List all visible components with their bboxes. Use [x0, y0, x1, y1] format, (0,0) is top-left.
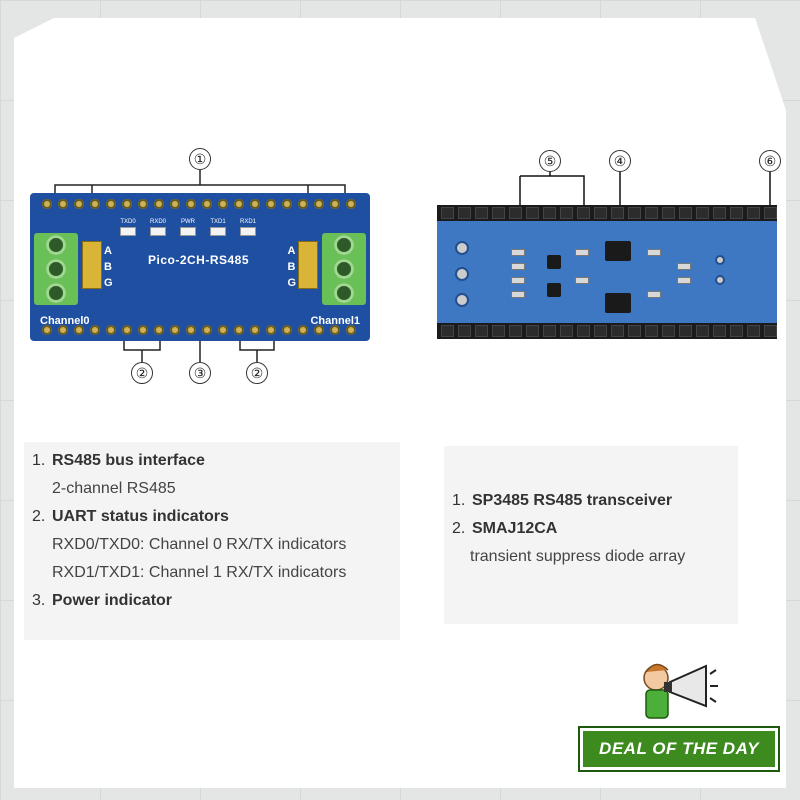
- smd-resistor: [575, 249, 589, 256]
- mounting-hole: [455, 267, 469, 281]
- mounting-hole: [455, 293, 469, 307]
- smd-resistor: [511, 291, 525, 298]
- megaphone-mascot-icon: [643, 663, 718, 719]
- mounting-hole: [715, 255, 725, 265]
- callout-6: ⑥: [759, 150, 781, 172]
- deal-of-the-day-label: DEAL OF THE DAY: [580, 728, 778, 770]
- terminal-block-channel1: [322, 233, 366, 305]
- bottom-pin-header-side: [437, 323, 777, 339]
- bottom-pin-header: [42, 325, 356, 335]
- board-title: Pico-2CH-RS485: [148, 253, 250, 267]
- mounting-hole: [715, 275, 725, 285]
- callout-2-right: ②: [246, 362, 268, 384]
- component-item-2: 2.SMAJ12CA: [452, 520, 558, 537]
- callout-5: ⑤: [539, 150, 561, 172]
- tvs-diode-right: [298, 241, 318, 289]
- smd-resistor: [677, 263, 691, 270]
- component-item-1: 1.SP3485 RS485 transceiver: [452, 492, 673, 509]
- channel0-label: Channel0: [40, 315, 90, 327]
- right-pcb-board-side-view: [437, 205, 777, 339]
- feature-item-2-desc-a: RXD0/TXD0: Channel 0 RX/TX indicators: [52, 536, 347, 553]
- led-rxd1: RXD1: [240, 219, 256, 236]
- led-pwr: PWR: [180, 219, 197, 236]
- led-txd1: TXD1: [210, 219, 227, 236]
- smd-resistor: [647, 249, 661, 256]
- feature-item-2: 2.UART status indicators: [32, 508, 229, 525]
- callout-2-left: ②: [131, 362, 153, 384]
- smaj12ca-diode-array: [547, 283, 561, 297]
- left-pcb-board: A B G A B G TXD0 RXD0 PWR TXD1 RXD1 Pico…: [30, 193, 370, 341]
- led-rxd0: RXD0: [150, 219, 166, 236]
- smd-resistor: [677, 277, 691, 284]
- smd-resistor: [511, 277, 525, 284]
- sp3485-transceiver-ic: [605, 241, 631, 261]
- led-txd0: TXD0: [120, 219, 136, 236]
- led-indicators: TXD0 RXD0 PWR TXD1 RXD1: [120, 219, 256, 236]
- content-frame: [14, 18, 786, 788]
- sp3485-transceiver-ic: [605, 293, 631, 313]
- smd-resistor: [511, 249, 525, 256]
- channel1-label: Channel1: [310, 315, 360, 327]
- smd-resistor: [511, 263, 525, 270]
- callout-1: ①: [189, 148, 211, 170]
- feature-item-3: 3.Power indicator: [32, 592, 173, 609]
- terminal-letters-left: A B G: [104, 245, 113, 289]
- feature-item-2-desc-b: RXD1/TXD1: Channel 1 RX/TX indicators: [52, 564, 347, 581]
- smaj12ca-diode-array: [547, 255, 561, 269]
- features-panel-right: 1.SP3485 RS485 transceiver 2.SMAJ12CA tr…: [444, 446, 738, 624]
- callout-3: ③: [189, 362, 211, 384]
- top-pin-header: [42, 199, 356, 209]
- feature-item-1-desc: 2-channel RS485: [52, 480, 176, 497]
- smd-resistor: [575, 277, 589, 284]
- callout-4: ④: [609, 150, 631, 172]
- feature-item-1: 1.RS485 bus interface: [32, 452, 205, 469]
- deal-of-the-day-badge: DEAL OF THE DAY: [572, 650, 798, 780]
- terminal-block-channel0: [34, 233, 78, 305]
- smd-resistor: [647, 291, 661, 298]
- top-pin-header-side: [437, 205, 777, 221]
- terminal-letters-right: A B G: [287, 245, 296, 289]
- mounting-hole: [455, 241, 469, 255]
- component-item-2-desc: transient suppress diode array: [470, 548, 686, 565]
- features-panel-left: 1.RS485 bus interface 2-channel RS485 2.…: [24, 442, 400, 640]
- tvs-diode-left: [82, 241, 102, 289]
